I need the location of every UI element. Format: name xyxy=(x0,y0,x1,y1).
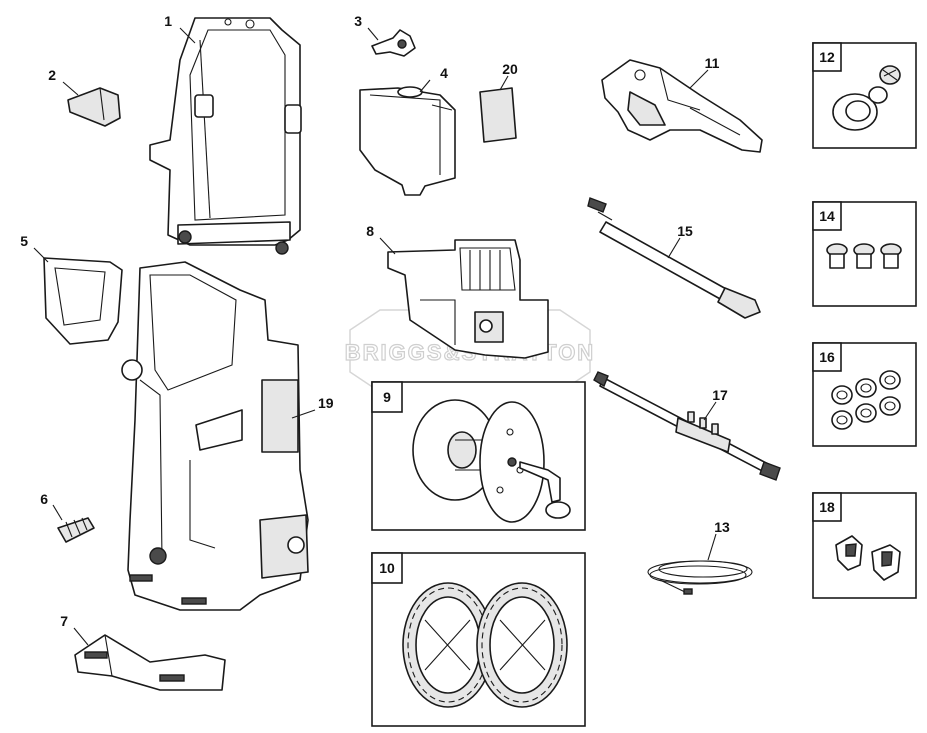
part-5-side-panel xyxy=(43,257,123,345)
callout-15: 15 xyxy=(677,223,693,239)
callout-19: 19 xyxy=(318,395,334,411)
part-18-hose-clips xyxy=(835,535,901,581)
callout-2: 2 xyxy=(48,67,56,83)
leader-7 xyxy=(73,627,89,646)
callout-13: 13 xyxy=(714,519,730,535)
leader-2 xyxy=(62,81,79,96)
box-10: 10 xyxy=(371,552,586,727)
leader-15 xyxy=(667,237,681,259)
part-4-detergent-tank xyxy=(359,86,456,196)
part-3-knob xyxy=(371,29,416,57)
callout-3: 3 xyxy=(354,13,362,29)
leader-4 xyxy=(419,79,431,93)
callout-10: 10 xyxy=(379,560,395,576)
callout-18: 18 xyxy=(819,499,835,515)
part-7-base-foot xyxy=(74,634,226,691)
leader-20 xyxy=(499,75,509,91)
leader-13 xyxy=(707,533,717,561)
part-8-reel-bracket xyxy=(387,239,549,359)
part-6-inlet-filter xyxy=(57,517,95,543)
callout-17: 17 xyxy=(712,387,728,403)
part-11-spray-gun xyxy=(601,59,763,153)
leader-3 xyxy=(367,27,379,41)
part-1-handle-frame xyxy=(149,17,302,255)
callout-8: 8 xyxy=(366,223,374,239)
callout-1: 1 xyxy=(164,13,172,29)
part-13-high-pressure-hose xyxy=(647,560,753,595)
part-16-o-ring-set xyxy=(831,370,901,430)
box-12: 12 xyxy=(812,42,917,149)
box-16: 16 xyxy=(812,342,917,447)
part-20-label-sheet xyxy=(479,87,517,143)
box-18: 18 xyxy=(812,492,917,599)
callout-5: 5 xyxy=(20,233,28,249)
leader-5 xyxy=(33,247,49,263)
callout-14: 14 xyxy=(819,208,835,224)
part-2-cover-clip xyxy=(67,87,121,127)
leader-6 xyxy=(52,504,63,521)
callout-16: 16 xyxy=(819,349,835,365)
callout-11: 11 xyxy=(705,55,720,71)
leader-1 xyxy=(179,27,196,44)
box-14: 14 xyxy=(812,201,917,307)
part-17-nozzle-wand xyxy=(593,371,781,481)
part-14-quick-connect-set xyxy=(826,243,902,269)
callout-9: 9 xyxy=(383,389,391,405)
leader-8 xyxy=(379,237,396,255)
callout-7: 7 xyxy=(60,613,68,629)
box-9: 9 xyxy=(371,381,586,531)
leader-11 xyxy=(689,69,709,89)
leader-19 xyxy=(291,409,316,419)
part-12-hose-coupling-set xyxy=(832,65,901,131)
callout-20: 20 xyxy=(502,61,518,77)
part-15-spray-wand xyxy=(587,197,761,319)
part-19-main-housing xyxy=(121,261,309,611)
part-9-hose-reel xyxy=(412,399,571,523)
part-10-wheels xyxy=(402,582,568,708)
callout-4: 4 xyxy=(440,65,448,81)
leader-17 xyxy=(703,401,717,421)
callout-6: 6 xyxy=(40,491,48,507)
callout-12: 12 xyxy=(819,49,835,65)
